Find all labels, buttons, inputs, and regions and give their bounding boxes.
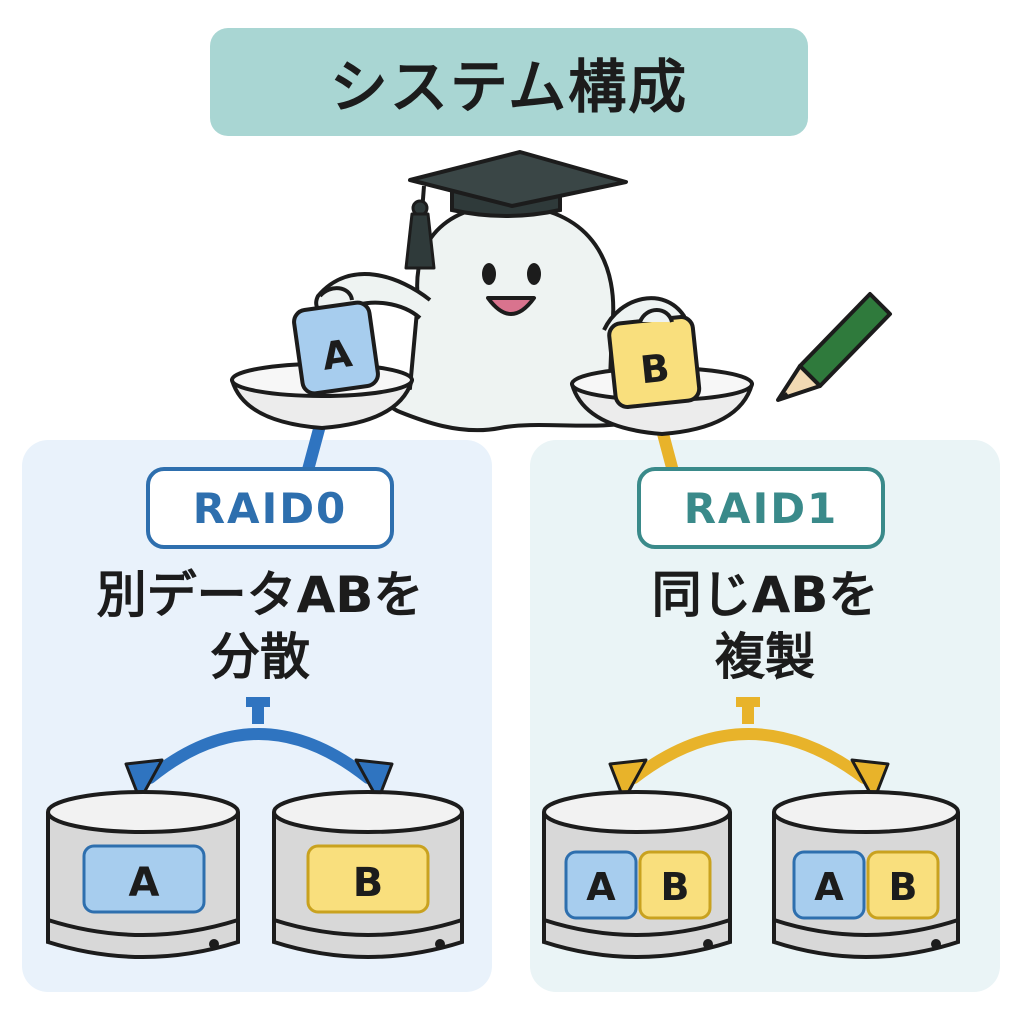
- raid1-disk-left: A B: [542, 790, 732, 959]
- raid1-disk-left-label-a: A: [586, 865, 616, 909]
- ghost-mouth: [486, 296, 536, 316]
- title-banner: システム構成: [210, 28, 808, 136]
- raid1-mirror-arrow: [608, 697, 890, 802]
- ghost-mascot: [314, 203, 688, 433]
- raid0-description-line1: 別データABを: [96, 566, 424, 624]
- raid1-disk-left-label-b: B: [661, 865, 690, 909]
- raid0-disk-left-label: A: [129, 860, 160, 906]
- raid1-disk-right-label-a: A: [814, 865, 844, 909]
- raid0-description-line2: 分散: [210, 628, 310, 686]
- raid1-disk-right-label-b: B: [889, 865, 918, 909]
- raid0-disk-right-label: B: [353, 860, 384, 906]
- ghost-left-eye: [482, 263, 496, 285]
- raid1-description-line2: 複製: [715, 628, 815, 686]
- pencil-icon: [776, 292, 892, 402]
- graduation-cap-icon: [404, 150, 628, 270]
- raid0-badge: RAID0: [146, 467, 394, 549]
- raid0-split-arrow: [124, 697, 394, 802]
- raid1-disk-right: A B: [772, 790, 960, 959]
- raid1-badge: RAID1: [637, 467, 885, 549]
- raid0-disk-right: B: [272, 790, 464, 959]
- raid1-description: 同じABを 複製: [540, 564, 990, 688]
- card-a: A: [292, 300, 380, 396]
- raid1-description-line1: 同じABを: [651, 566, 879, 624]
- raid0-description: 別データABを 分散: [40, 564, 480, 688]
- page-title: システム構成: [329, 53, 689, 121]
- raid0-disk-left: A: [46, 790, 240, 959]
- card-b: B: [607, 315, 702, 409]
- ghost-right-eye: [527, 263, 541, 285]
- card-a-label: A: [319, 331, 355, 379]
- card-b-label: B: [638, 346, 671, 393]
